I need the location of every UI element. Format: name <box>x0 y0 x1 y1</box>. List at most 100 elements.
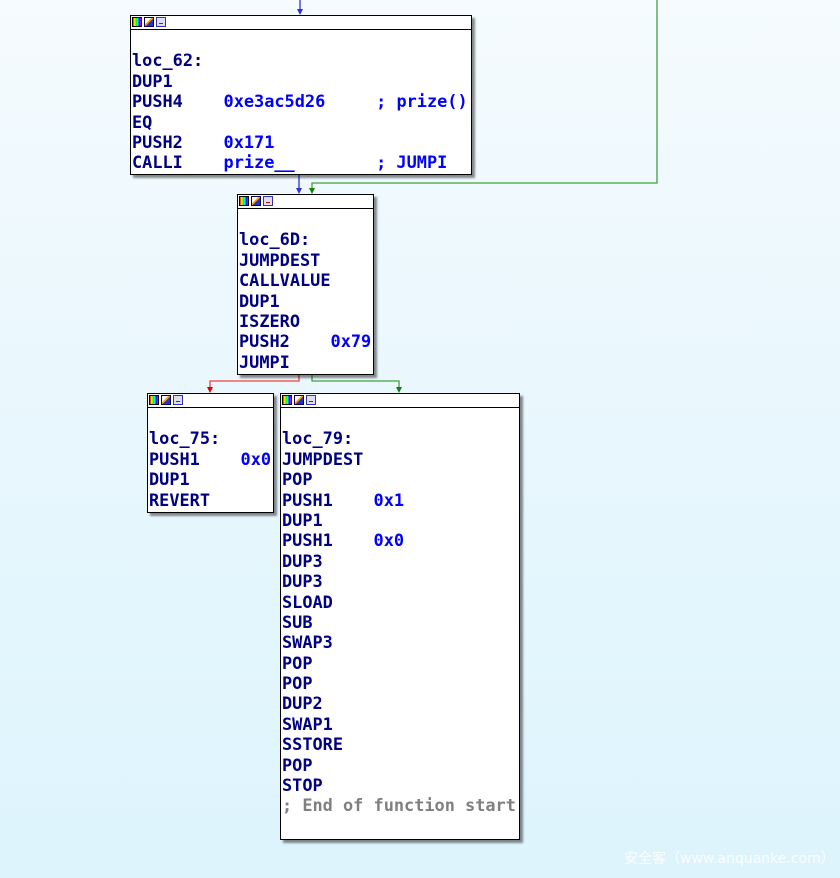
code-line: SUB <box>282 612 519 632</box>
mnemonic: PUSH1 <box>282 530 333 551</box>
edit-pencil-icon[interactable] <box>161 395 171 405</box>
code-line <box>149 408 273 428</box>
mnemonic: DUP2 <box>282 693 323 714</box>
code-line: SWAP3 <box>282 632 519 652</box>
code-line: PUSH2 0x79 <box>239 331 373 351</box>
arrow-head <box>396 387 402 393</box>
operand: 0x1 <box>373 489 405 510</box>
code-line: loc_62: <box>132 50 471 70</box>
mnemonic: SWAP1 <box>282 713 333 734</box>
code-line: POP <box>282 755 519 775</box>
code-line: DUP1 <box>239 291 373 311</box>
arrow-head <box>297 9 303 15</box>
mnemonic: POP <box>282 673 313 694</box>
code-line: loc_6D: <box>239 229 373 249</box>
operand: 0x0 <box>240 448 272 469</box>
operand: prize__ <box>223 152 295 173</box>
operand: 0xe3ac5d26 <box>223 91 326 112</box>
graph-view-icon[interactable] <box>173 395 183 405</box>
mnemonic: PUSH1 <box>282 489 333 510</box>
edge-false-to-loc-75 <box>209 375 300 391</box>
operand: 0x79 <box>330 331 372 352</box>
edit-pencil-icon[interactable] <box>294 395 304 405</box>
arrow-head <box>207 387 213 393</box>
edit-pencil-icon[interactable] <box>251 196 261 206</box>
mnemonic: SSTORE <box>282 734 344 755</box>
block-label: loc_79: <box>282 428 354 449</box>
edge-back-to-loc-6d <box>311 0 658 192</box>
arrow-head <box>309 188 315 194</box>
graph-view-icon[interactable] <box>306 395 316 405</box>
code-line <box>239 209 373 229</box>
code-line: loc_79: <box>282 428 519 448</box>
graph-view-icon[interactable] <box>263 196 273 206</box>
mnemonic: SWAP3 <box>282 632 333 653</box>
mnemonic: DUP3 <box>282 571 323 592</box>
mnemonic: SLOAD <box>282 591 333 612</box>
mnemonic: POP <box>282 652 313 673</box>
code-line: JUMPDEST <box>282 449 519 469</box>
code-line: DUP2 <box>282 693 519 713</box>
code-line: SLOAD <box>282 592 519 612</box>
code-line: DUP3 <box>282 551 519 571</box>
arrow-head <box>296 188 302 194</box>
mnemonic: PUSH2 <box>132 131 183 152</box>
mnemonic: STOP <box>282 775 323 796</box>
block-header <box>281 394 519 408</box>
mnemonic: CALLVALUE <box>239 270 331 291</box>
block-header <box>238 195 373 209</box>
comment: ; JUMPI <box>376 152 448 173</box>
code-line: PUSH1 0x0 <box>282 530 519 550</box>
graph-view-icon[interactable] <box>156 17 166 27</box>
color-palette-icon[interactable] <box>282 395 292 405</box>
mnemonic: EQ <box>132 111 153 132</box>
code-line: PUSH1 0x0 <box>149 449 273 469</box>
comment: ; End of function start <box>282 795 516 816</box>
code-line: PUSH4 0xe3ac5d26 ; prize() <box>132 91 471 111</box>
mnemonic: DUP3 <box>282 550 323 571</box>
code-line: EQ <box>132 112 471 132</box>
mnemonic: CALLI <box>132 152 183 173</box>
block-label: loc_75: <box>149 428 221 449</box>
code-line: loc_75: <box>149 428 273 448</box>
code-line <box>132 30 471 50</box>
block-label: loc_6D: <box>239 229 311 250</box>
block-header <box>131 16 471 30</box>
code-line <box>282 408 519 428</box>
code-line: PUSH2 0x171 <box>132 132 471 152</box>
edge-true-to-loc-79 <box>311 375 400 391</box>
comment: ; prize() <box>376 91 468 112</box>
code-line: DUP1 <box>282 510 519 530</box>
mnemonic: POP <box>282 754 313 775</box>
code-line: ISZERO <box>239 311 373 331</box>
color-palette-icon[interactable] <box>132 17 142 27</box>
edit-pencil-icon[interactable] <box>144 17 154 27</box>
code-line: CALLVALUE <box>239 270 373 290</box>
color-palette-icon[interactable] <box>239 196 249 206</box>
mnemonic: REVERT <box>149 489 211 510</box>
mnemonic: DUP1 <box>282 509 323 530</box>
mnemonic: SUB <box>282 611 313 632</box>
code-line: POP <box>282 653 519 673</box>
mnemonic: JUMPDEST <box>239 249 321 270</box>
code-line: ; End of function start <box>282 795 519 815</box>
code-line: SSTORE <box>282 734 519 754</box>
block-header <box>148 394 273 408</box>
color-palette-icon[interactable] <box>149 395 159 405</box>
code-line: PUSH1 0x1 <box>282 490 519 510</box>
operand: 0x0 <box>373 530 405 551</box>
watermark: 安全客（www.anquanke.com） <box>624 851 835 867</box>
code-line: STOP <box>282 775 519 795</box>
mnemonic: PUSH1 <box>149 448 200 469</box>
mnemonic: PUSH4 <box>132 91 183 112</box>
code-line: POP <box>282 469 519 489</box>
code-line: REVERT <box>149 490 273 510</box>
